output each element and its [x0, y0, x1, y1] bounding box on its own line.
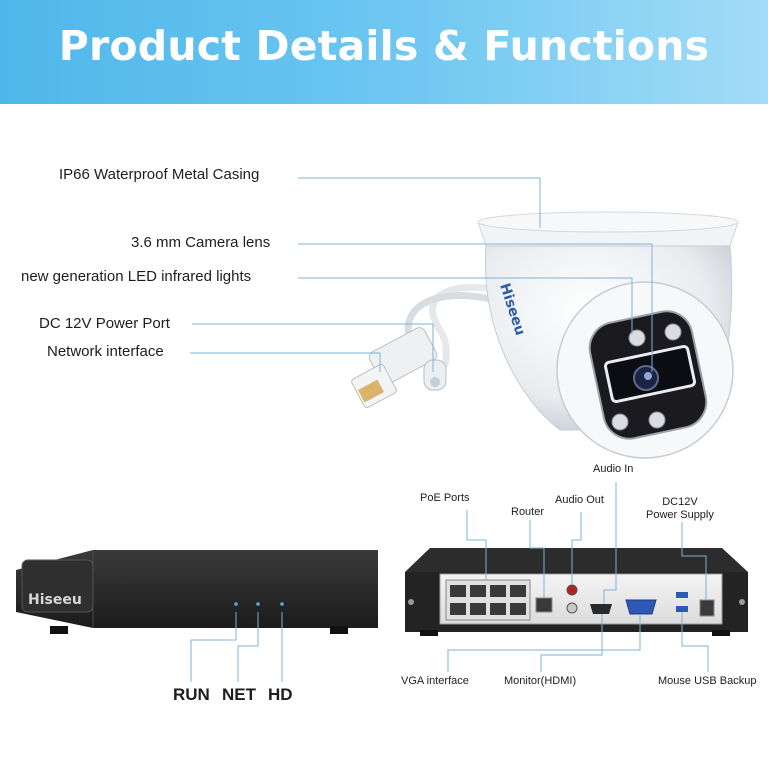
indicator-hd: HD	[268, 685, 293, 704]
label-router: Router	[511, 506, 545, 518]
hd-led	[280, 602, 284, 606]
label-network: Network interface	[47, 343, 164, 360]
label-lens: 3.6 mm Camera lens	[131, 234, 271, 251]
label-power: DC 12V Power Port	[39, 315, 170, 332]
camera-leader-lines	[190, 177, 653, 372]
dc-port	[699, 599, 715, 617]
header-banner: Product Details & Functions	[0, 0, 768, 104]
router-port	[535, 597, 553, 613]
nvr-rear	[405, 548, 748, 636]
label-vga: VGA interface	[401, 675, 469, 687]
label-poe: PoE Ports	[420, 492, 470, 504]
label-usb: Mouse USB Backup	[658, 675, 757, 687]
usb-port-1	[676, 592, 688, 598]
label-dc12v: DC12V Power Supply	[646, 496, 714, 521]
rear-leader-lines	[447, 482, 709, 672]
nvr-brand-logo: Hiseeu	[28, 592, 82, 608]
rj45-connector	[351, 327, 438, 409]
usb-port-2	[676, 606, 688, 612]
net-led	[256, 602, 260, 606]
label-audio-in: Audio In	[593, 463, 634, 475]
hdmi-port	[590, 604, 612, 614]
dc-plug	[423, 359, 447, 391]
poe-ports	[445, 579, 531, 621]
dome-camera: Hiseeu	[351, 211, 739, 459]
audio-out-jack	[566, 584, 578, 596]
label-casing: IP66 Waterproof Metal Casing	[59, 166, 260, 183]
led-leader-lines	[190, 612, 283, 682]
audio-in-jack	[566, 602, 578, 614]
label-hdmi: Monitor(HDMI)	[504, 675, 577, 687]
label-ir: new generation LED infrared lights	[21, 268, 252, 285]
page-title: Product Details & Functions	[58, 22, 710, 70]
nvr-front: Hiseeu	[16, 550, 378, 634]
indicator-run: RUN	[173, 685, 210, 704]
vga-port	[625, 599, 657, 615]
indicator-net: NET	[222, 685, 256, 704]
label-audio-out: Audio Out	[555, 494, 604, 506]
run-led	[234, 602, 238, 606]
